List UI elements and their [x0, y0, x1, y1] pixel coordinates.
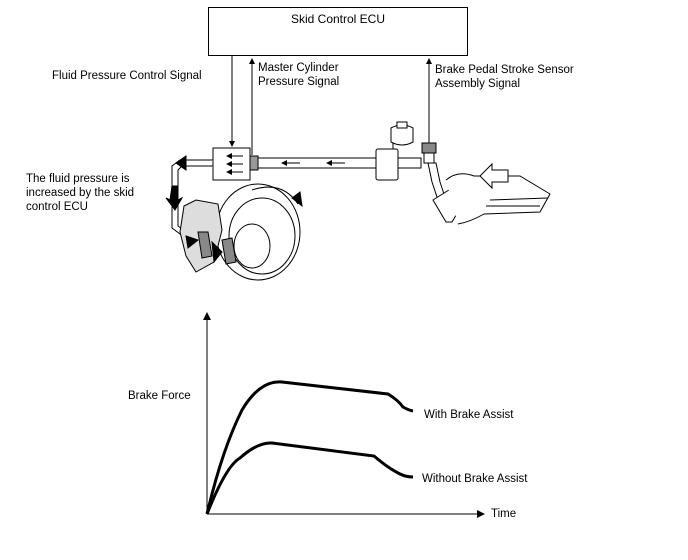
fluid-note-line2: increased by the skid — [26, 187, 135, 199]
series-label-with-assist: With Brake Assist — [424, 409, 514, 421]
brake-actuator — [212, 147, 259, 181]
fluid-note-line1: The fluid pressure is — [26, 173, 130, 185]
series-with-brake-assist-curve — [205, 380, 414, 515]
fluid-note-line3: control ECU — [26, 201, 88, 213]
series-without-brake-assist-curve — [205, 441, 414, 515]
ecu-label: Skid Control ECU — [290, 12, 386, 26]
skid-control-ecu-box: Skid Control ECU — [208, 7, 468, 56]
pedal-assembly — [421, 142, 551, 225]
y-axis-label: Brake Force — [128, 390, 191, 402]
x-axis-label: Time — [491, 508, 517, 520]
wheel-assembly — [179, 183, 303, 281]
signal-lines — [229, 56, 432, 155]
fluid-pressure-control-signal-label: Fluid Pressure Control Signal — [52, 70, 202, 82]
chart-axes — [203, 312, 485, 518]
pedal-sensor-signal-line1: Brake Pedal Stroke Sensor — [435, 64, 574, 76]
master-cylinder-signal-line2: Pressure Signal — [258, 76, 340, 88]
master-cylinder-signal-line1: Master Cylinder — [258, 62, 339, 74]
pedal-sensor-signal-line2: Assembly Signal — [435, 78, 521, 90]
master-cylinder — [375, 121, 414, 181]
series-label-without-assist: Without Brake Assist — [422, 473, 528, 485]
pedal-force-arrow — [479, 162, 509, 190]
